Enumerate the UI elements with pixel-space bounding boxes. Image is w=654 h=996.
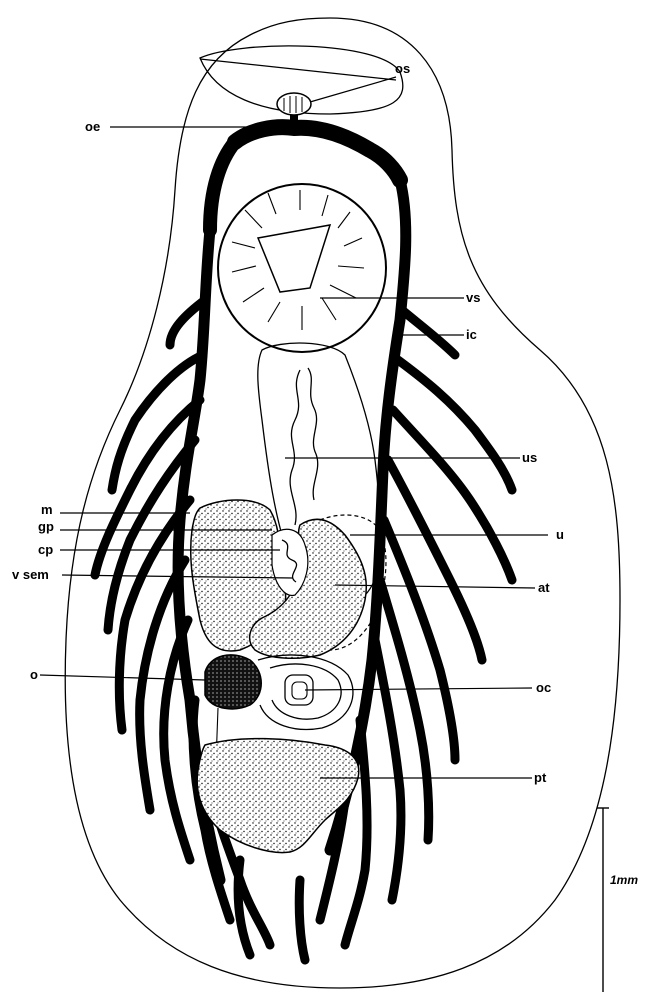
label-at: at xyxy=(538,580,550,595)
uterus-tube xyxy=(290,370,300,525)
label-o: o xyxy=(30,667,38,682)
label-pt: pt xyxy=(534,770,547,785)
ovary xyxy=(205,655,261,709)
ventral-sucker xyxy=(218,184,386,352)
label-ic: ic xyxy=(466,327,477,342)
label-gp: gp xyxy=(38,519,54,534)
label-vs: vs xyxy=(466,290,480,305)
label-m: m xyxy=(41,502,53,517)
scale-bar xyxy=(597,808,609,992)
scale-bar-label: 1mm xyxy=(610,873,638,887)
label-cp: cp xyxy=(38,542,53,557)
label-u: u xyxy=(556,527,564,542)
label-oc: oc xyxy=(536,680,551,695)
label-os: os xyxy=(395,61,410,76)
label-vsem: v sem xyxy=(12,567,49,582)
label-oe: oe xyxy=(85,119,100,134)
label-us: us xyxy=(522,450,537,465)
